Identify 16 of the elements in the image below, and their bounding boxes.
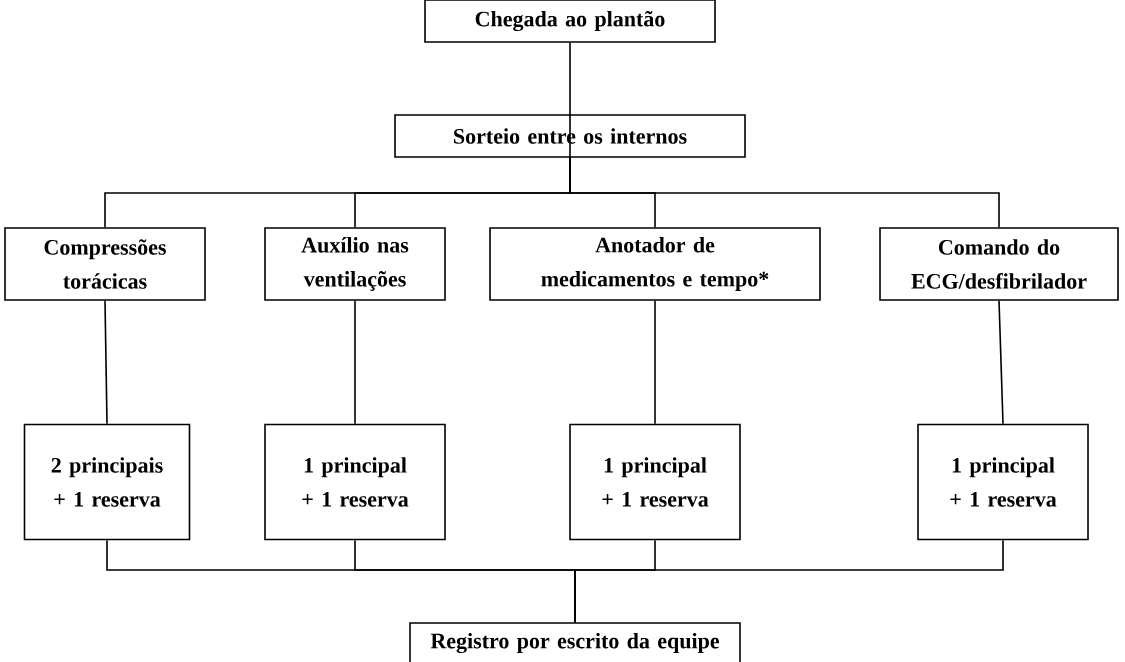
process-box: 1 principal + 1 reserva — [569, 423, 741, 541]
process-box: Chegada ao plantão — [424, 0, 716, 43]
process-box: 1 principal + 1 reserva — [264, 423, 446, 541]
connector-line — [569, 157, 1000, 228]
connector-line — [998, 300, 1004, 425]
connector-line — [654, 300, 656, 425]
connector-line — [104, 300, 108, 425]
process-box: 1 principal + 1 reserva — [917, 423, 1089, 541]
process-box: Comando do ECG/desfibrilador — [879, 227, 1119, 301]
process-box: Auxílio nas ventilações — [264, 227, 446, 301]
process-box: Anotador de medicamentos e tempo* — [489, 227, 821, 301]
process-box: Registro por escrito da equipe — [409, 622, 741, 662]
connector-line — [574, 539, 1004, 623]
process-box: Compressões torácicas — [4, 227, 206, 301]
process-box: 2 principais + 1 reserva — [23, 423, 191, 541]
connector-line — [354, 300, 356, 425]
